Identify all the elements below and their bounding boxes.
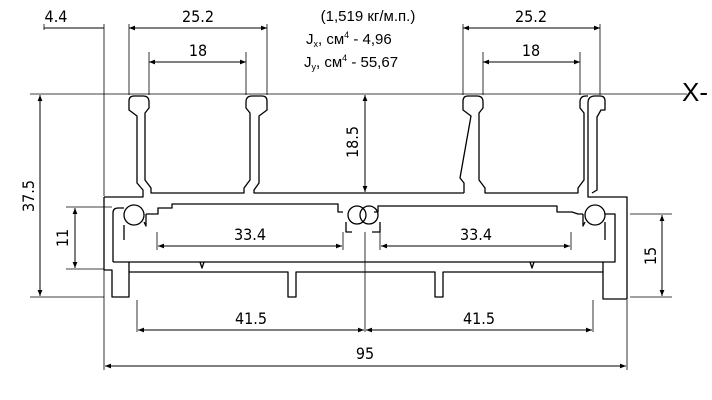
dim-slot-right-label: 33.4 [460,225,492,244]
dim-channel-left-inner-label: 18 [189,41,207,60]
dim-span-right-label: 41.5 [463,309,495,328]
dim-channel-depth-label: 18.5 [343,126,362,158]
dimension-labels: 4.4 25.2 18 25.2 18 18.5 37.5 11 15 33.4… [19,7,660,363]
left-channel-outline [104,95,464,198]
extension-lines [30,24,687,370]
dim-slot-left-label: 33.4 [234,225,266,244]
dim-total-height-label: 37.5 [19,180,38,212]
base-inner-cavity [112,207,124,262]
dim-channel-right-outer-label: 25.2 [515,7,547,26]
moment-of-inertia-y: Jy, см4 - 55,67 [304,53,398,72]
dim-channel-right-inner-label: 18 [522,41,540,60]
dim-lip-label: 4.4 [45,7,68,26]
mass-per-meter: (1,519 кг/м.п.) [321,8,416,25]
screw-boss-center [347,205,367,225]
screw-boss-right [584,204,606,226]
dim-right-height-label: 15 [641,247,660,265]
axis-label-x: X- [682,77,708,107]
dim-channel-left-outer-label: 25.2 [182,7,214,26]
dimension-lines [37,25,665,369]
dim-base-height-label: 11 [53,229,72,247]
right-channel-outline [459,95,588,194]
moment-of-inertia-x: Jx, см4 - 4,96 [306,30,392,49]
section-properties: (1,519 кг/м.п.) Jx, см4 - 4,96 Jy, см4 -… [304,8,415,72]
screw-boss-left [123,204,145,226]
dim-total-width-label: 95 [356,344,374,363]
aluminium-profile [103,95,628,300]
profile-outer-contour [103,95,628,300]
dim-span-left-label: 41.5 [235,309,267,328]
